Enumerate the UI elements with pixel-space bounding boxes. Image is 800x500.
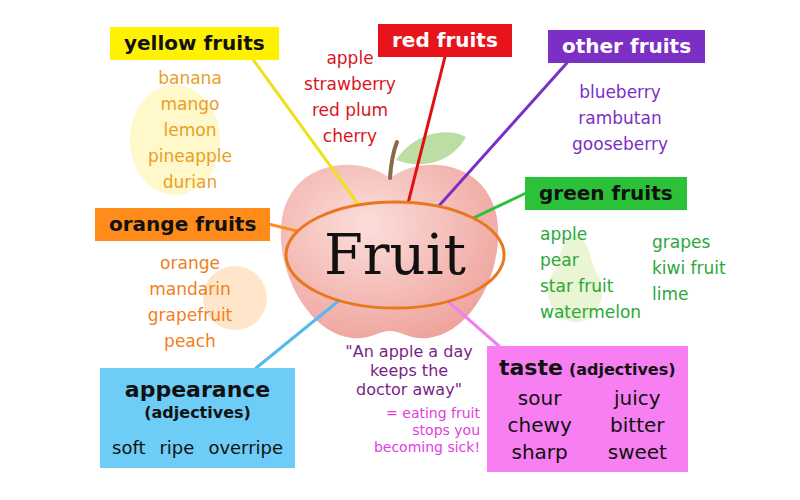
box-subheading: (adjectives) — [569, 360, 676, 379]
central-ellipse: Fruit — [284, 200, 506, 310]
fruit-name: pear — [540, 250, 579, 270]
category-heading: red fruits — [392, 28, 498, 52]
category-heading: green fruits — [539, 181, 673, 205]
fruit-name: strawberry — [304, 74, 396, 94]
adjective: sweet — [608, 441, 667, 464]
adjective: bitter — [608, 414, 667, 437]
fruit-name: cherry — [323, 126, 377, 146]
fruit-name: star fruit — [540, 276, 613, 296]
fruit-name: apple — [326, 48, 373, 68]
fruit-name: rambutan — [578, 108, 661, 128]
fruit-name: lemon — [164, 120, 217, 140]
apple-stem — [390, 142, 397, 178]
category-box: red fruits — [378, 24, 512, 57]
category-heading: other fruits — [562, 34, 691, 58]
ellipse-border — [286, 202, 504, 308]
branch-line — [474, 194, 525, 218]
central-word: Fruit — [324, 224, 466, 286]
adjective-box: taste (adjectives) sour juicy chewy bitter sha… — [487, 346, 688, 472]
box-subheading: (adjectives) — [112, 403, 283, 423]
adjective: chewy — [508, 414, 572, 437]
fruit-name: watermelon — [540, 302, 641, 322]
fruit-name: red plum — [312, 100, 388, 120]
category-box: orange fruits — [95, 208, 270, 241]
adjective: ripe — [159, 437, 194, 459]
fruit-name: mango — [161, 94, 220, 114]
proverb-meaning: = eating fruit stops you becoming sick! — [355, 405, 480, 456]
adjective: juicy — [608, 387, 667, 410]
branch-line — [270, 225, 296, 231]
adjective: soft — [112, 437, 145, 459]
box-heading-row: taste (adjectives) — [499, 354, 676, 381]
box-heading: appearance — [112, 376, 283, 403]
branch-line — [256, 301, 338, 368]
fruit-name: blueberry — [579, 82, 661, 102]
adjective-box: appearance(adjectives) soft ripe overripe — [100, 368, 295, 468]
fruit-name: grapes — [652, 232, 710, 252]
adjective-grid: sour juicy chewy bitter sharp sweet — [499, 387, 676, 464]
adjective: overripe — [208, 437, 283, 459]
category-heading: orange fruits — [109, 212, 256, 236]
branch-line — [449, 302, 499, 346]
fruit-name: apple — [540, 224, 587, 244]
lemon-picture — [130, 85, 220, 195]
fruit-name: mandarin — [149, 279, 230, 299]
fruit-name: durian — [163, 172, 217, 192]
fruit-name: gooseberry — [572, 134, 668, 154]
fruit-name: pineapple — [148, 146, 232, 166]
apple-leaf — [396, 132, 466, 164]
fruit-name: banana — [158, 68, 222, 88]
fruit-name: kiwi fruit — [652, 258, 726, 278]
fruit-name: orange — [160, 253, 220, 273]
box-heading: taste — [499, 355, 563, 380]
branch-line — [409, 57, 445, 201]
adjective: sharp — [508, 441, 572, 464]
category-box: other fruits — [548, 30, 705, 63]
category-box: green fruits — [525, 177, 687, 210]
category-heading: yellow fruits — [124, 31, 265, 55]
adjective-row: soft ripe overripe — [112, 437, 283, 459]
proverb: "An apple a day keeps the doctor away" — [342, 342, 476, 399]
fruit-name: peach — [164, 331, 216, 351]
adjective: sour — [508, 387, 572, 410]
fruit-name: lime — [652, 284, 688, 304]
fruit-name: grapefruit — [148, 305, 233, 325]
category-box: yellow fruits — [110, 27, 279, 60]
apple-picture — [281, 165, 498, 338]
